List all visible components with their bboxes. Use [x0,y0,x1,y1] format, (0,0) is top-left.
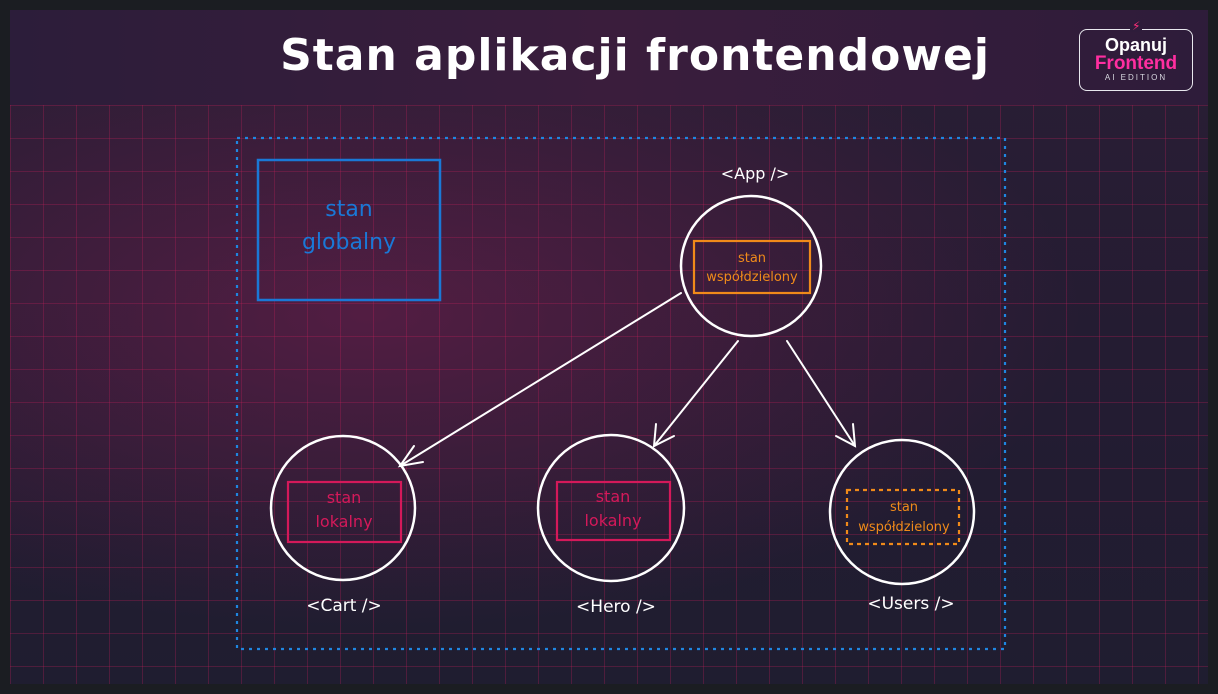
logo-line-3: AI EDITION [1104,73,1168,82]
arrowhead-cart [397,445,424,468]
cart-node-label: <Cart /> [306,596,382,616]
global-state-box [256,158,442,302]
page-title: Stan aplikacji frontendowej [280,30,990,81]
hero-state-line-1: stan [596,487,631,506]
logo-line-1: Opanuj [1105,35,1167,55]
edge-app-cart [399,292,682,467]
edge-app-hero [653,340,739,447]
global-state-line-2: globalny [302,230,396,255]
users-state-line-1: stan [890,500,918,515]
header-bar: Stan aplikacji frontendowej ⚡ Opanuj Fro… [10,10,1208,105]
hero-node-label: <Hero /> [576,597,656,617]
app-node-label: <App /> [721,164,790,183]
cart-state-line-2: lokalny [315,512,372,531]
global-state-line-1: stan [325,197,373,222]
hero-state-line-2: lokalny [584,511,641,530]
edges [397,292,857,468]
cart-local-state-box [286,480,403,544]
logo-line-2: Frontend [1094,53,1178,74]
lightning-icon: ⚡ [1130,19,1143,33]
cart-state-line-1: stan [327,488,362,507]
hero-node [536,433,686,583]
app-node [679,194,823,338]
hero-local-state-box [555,480,672,542]
users-shared-state-box [845,488,961,546]
canvas: Stan aplikacji frontendowej ⚡ Opanuj Fro… [10,10,1208,684]
users-node [828,438,976,586]
edge-app-users [786,340,856,447]
app-state-line-2: współdzielony [706,270,798,285]
app-state-line-1: stan [738,251,766,266]
grid-background [10,105,1208,684]
brand-logo: ⚡ Opanuj Frontend AI EDITION [1079,20,1193,91]
application-boundary [235,136,1007,651]
app-shared-state-box [692,239,812,295]
arrowhead-users [835,423,857,448]
users-state-line-2: współdzielony [858,520,950,535]
arrowhead-hero [652,423,675,448]
users-node-label: <Users /> [867,594,954,614]
cart-node [269,434,417,582]
